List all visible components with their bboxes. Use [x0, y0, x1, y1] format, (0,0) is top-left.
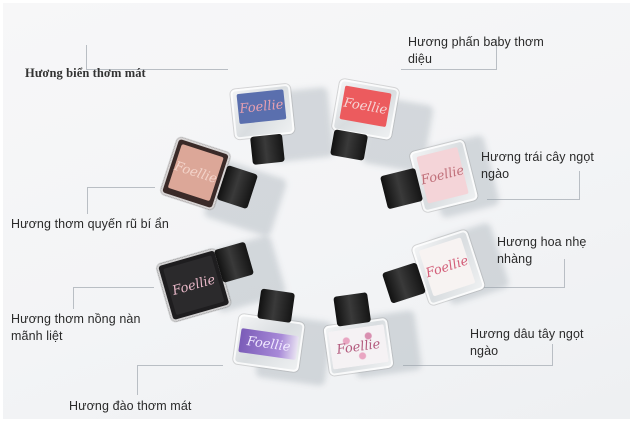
leader-line-seductive [87, 187, 155, 188]
bottle-cap [330, 129, 369, 161]
leader-line-intense-v [73, 287, 74, 309]
scent-label-intense: Hương thơm nồng nàn mãnh liệt [11, 311, 141, 345]
label-line: ngào [481, 167, 510, 181]
bottle-purple: Foellie [225, 283, 334, 387]
label-line: Hương dâu tây ngọt [470, 327, 584, 341]
label-line: Hương hoa nhẹ [497, 235, 587, 249]
leader-line-fruit [487, 199, 579, 200]
label-line: nhàng [497, 252, 533, 266]
label-line: Hương phấn baby thơm [408, 35, 544, 49]
product-image: Foellie Foellie Foellie Foellie Foellie … [3, 3, 630, 419]
leader-line-seductive-v [87, 187, 88, 214]
leader-line-sea-v [86, 45, 87, 70]
bottle-cherry-blossom: Foellie [313, 285, 423, 387]
leader-line-fruit-v [579, 171, 580, 200]
leader-line-peach-v [137, 365, 138, 395]
bottle-cap [257, 288, 295, 323]
bottle-cap [333, 292, 372, 327]
leader-line-floral [484, 287, 565, 288]
scent-label-floral: Hương hoa nhẹ nhàng [497, 234, 586, 268]
scent-label-strawberry: Hương dâu tây ngọt ngào [470, 326, 584, 360]
leader-line-intense [73, 287, 154, 288]
bottle-label-cherry-blossom: Foellie [328, 324, 389, 370]
label-line: Hương thơm nồng nàn [11, 312, 141, 326]
scent-label-fruit: Hương trái cây ngọt ngào [481, 149, 594, 183]
scent-label-sea: Hương biển thơm mát [25, 66, 146, 80]
leader-line-peach [137, 365, 223, 366]
leader-line-floral-v [564, 259, 565, 288]
label-line: diệu [408, 52, 433, 66]
label-line: Hương trái cây ngọt [481, 150, 594, 164]
leader-line-sea [86, 69, 228, 70]
scent-label-seductive: Hương thơm quyến rũ bí ẩn [11, 217, 169, 231]
label-line: mãnh liệt [11, 329, 63, 343]
leader-line-baby-powder-v [496, 39, 497, 70]
bottle-cap [379, 167, 424, 210]
leader-line-strawberry-v [552, 344, 553, 366]
bottle-label-blue: Foellie [236, 89, 287, 125]
leader-line-strawberry [403, 365, 553, 366]
leader-line-baby-powder [401, 69, 496, 70]
scent-label-peach: Hương đào thơm mát [69, 399, 192, 413]
label-line: ngào [470, 344, 499, 358]
scent-label-baby-powder: Hương phấn baby thơm diệu [408, 34, 544, 68]
